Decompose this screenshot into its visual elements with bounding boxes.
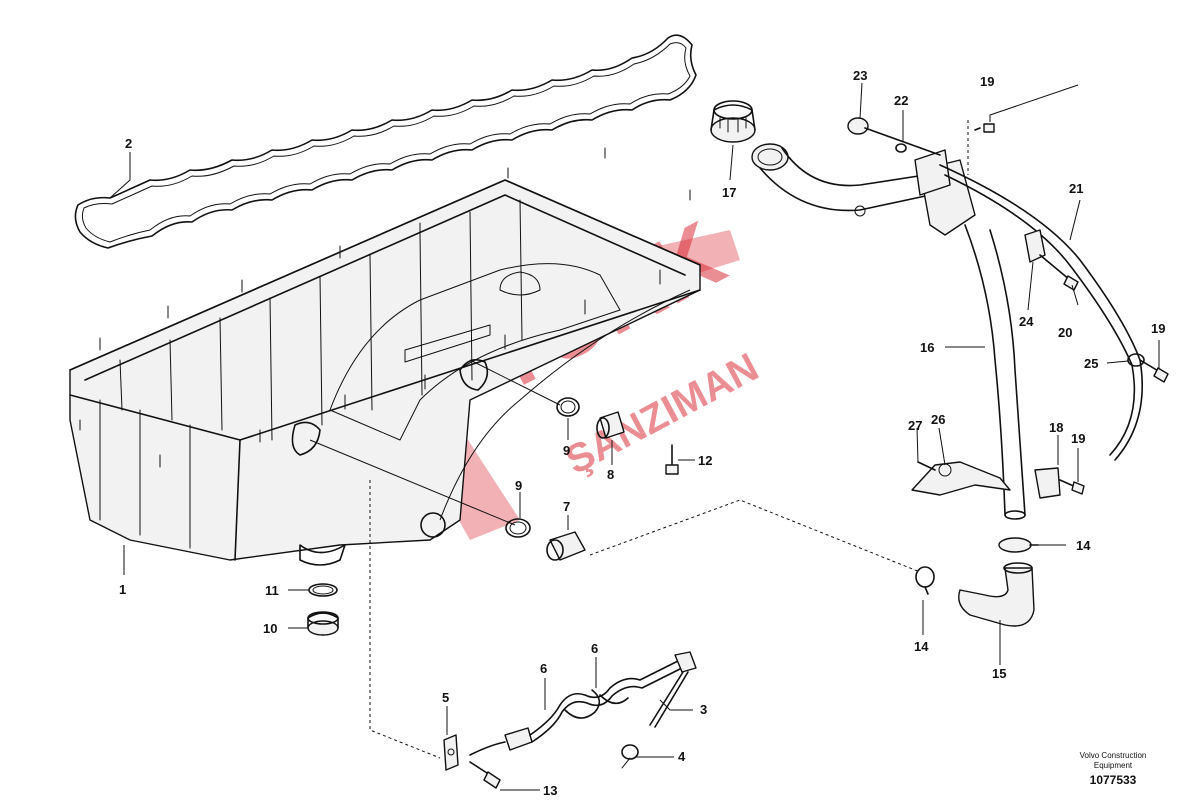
oring-22 bbox=[895, 143, 907, 153]
callout-22: 22 bbox=[894, 93, 908, 108]
callout-4: 4 bbox=[678, 749, 686, 764]
brand-line-2: Equipment bbox=[1094, 761, 1133, 770]
callout-6b: 6 bbox=[591, 641, 598, 656]
bracket-24 bbox=[1024, 229, 1046, 263]
callout-15: 15 bbox=[992, 666, 1006, 681]
callout-1: 1 bbox=[119, 582, 126, 597]
callout-14-right: 14 bbox=[1076, 538, 1091, 553]
callout-17: 17 bbox=[722, 185, 736, 200]
callout-13: 13 bbox=[543, 783, 557, 798]
seal-ring-11 bbox=[308, 583, 338, 597]
seal-ring-9-upper bbox=[556, 397, 580, 417]
bracket-18-group bbox=[911, 461, 1085, 499]
callout-labels: 1 2 3 4 5 6 6 7 8 9 9 10 11 12 13 14 14 … bbox=[119, 68, 1165, 798]
filler-pipe-16 bbox=[964, 224, 1026, 520]
filler-cap-17 bbox=[710, 100, 756, 143]
plug-8 bbox=[596, 411, 625, 439]
callout-2: 2 bbox=[125, 136, 132, 151]
drain-plug-10 bbox=[307, 611, 339, 636]
callout-12: 12 bbox=[698, 453, 712, 468]
watermark-logo-shape bbox=[405, 300, 520, 540]
dipstick-handle-23 bbox=[847, 117, 941, 156]
callout-19-mid: 19 bbox=[1151, 321, 1165, 336]
seal-ring-9-lower bbox=[505, 518, 531, 538]
screw-12 bbox=[665, 444, 679, 475]
hose-clamp-14-lower bbox=[915, 566, 935, 595]
callout-9-lower: 9 bbox=[515, 478, 522, 493]
callout-5: 5 bbox=[442, 690, 449, 705]
screw-19-top bbox=[974, 123, 995, 133]
callout-19-low: 19 bbox=[1071, 431, 1085, 446]
screw-19-mid bbox=[1139, 359, 1169, 383]
callout-23: 23 bbox=[853, 68, 867, 83]
fitting-7 bbox=[546, 531, 586, 561]
callout-11: 11 bbox=[265, 583, 279, 598]
callout-24: 24 bbox=[1019, 314, 1034, 329]
callout-14-bottom: 14 bbox=[914, 639, 929, 654]
callout-21: 21 bbox=[1069, 181, 1083, 196]
callout-20: 20 bbox=[1058, 325, 1072, 340]
hose-15 bbox=[958, 562, 1035, 627]
dipstick-assembly bbox=[443, 651, 697, 789]
filler-pipe-upper bbox=[751, 143, 976, 236]
hose-clamp-14-upper bbox=[998, 537, 1039, 553]
callout-19-top: 19 bbox=[980, 74, 994, 89]
callout-7: 7 bbox=[563, 499, 570, 514]
callout-26: 26 bbox=[931, 412, 945, 427]
pan-bolts bbox=[79, 147, 691, 468]
callout-16: 16 bbox=[920, 340, 934, 355]
dipstick-tube-21 bbox=[939, 164, 1143, 461]
document-number: 1077533 bbox=[1090, 773, 1137, 787]
callout-3: 3 bbox=[700, 702, 707, 717]
callout-9-upper: 9 bbox=[563, 443, 570, 458]
callout-18: 18 bbox=[1049, 420, 1063, 435]
leader-lines bbox=[109, 82, 1160, 791]
footer-brand: Volvo Construction Equipment 1077533 bbox=[1080, 751, 1147, 787]
callout-27: 27 bbox=[908, 418, 922, 433]
callout-25: 25 bbox=[1084, 356, 1098, 371]
callout-6a: 6 bbox=[540, 661, 547, 676]
callout-10: 10 bbox=[263, 621, 277, 636]
screw-20 bbox=[1039, 254, 1079, 291]
oil-pan-gasket bbox=[74, 34, 697, 249]
callout-8: 8 bbox=[607, 467, 614, 482]
clip-25 bbox=[1127, 353, 1145, 367]
oil-pan bbox=[69, 147, 701, 566]
brand-line-1: Volvo Construction bbox=[1080, 751, 1147, 760]
